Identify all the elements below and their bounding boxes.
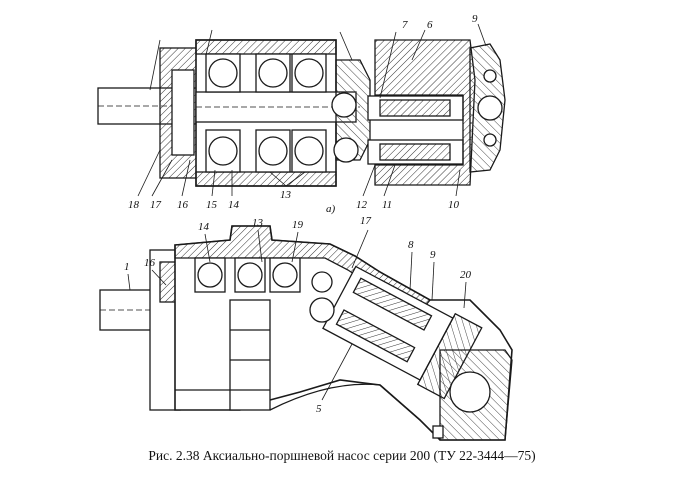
bearings-bottom-a (205, 129, 327, 173)
view-a-drawing (97, 23, 506, 197)
bearings-b (194, 257, 301, 293)
label-19: 19 (292, 219, 304, 231)
label-7: 7 (402, 19, 408, 31)
label-20: 20 (460, 269, 472, 281)
cylinder-block-b (322, 265, 483, 400)
sublabel-a: а) (326, 203, 336, 215)
label-17: 17 (150, 199, 162, 211)
bearings-top-a (205, 53, 327, 93)
label-16-b: 16 (144, 257, 156, 269)
label-10: 10 (448, 199, 460, 211)
label-17-b: 17 (360, 215, 372, 227)
label-18: 18 (128, 199, 140, 211)
label-14-a: 14 (228, 199, 240, 211)
label-13-a: 13 (280, 189, 292, 201)
view-b-drawing (99, 225, 513, 441)
label-15: 15 (206, 199, 218, 211)
label-11: 11 (382, 199, 392, 211)
label-13-b: 13 (252, 217, 264, 229)
pistons-a (367, 95, 464, 165)
label-5: 5 (316, 403, 322, 415)
label-14-b: 14 (198, 221, 210, 233)
label-12: 12 (356, 199, 368, 211)
label-9-a: 9 (472, 13, 478, 25)
label-9-b: 9 (430, 249, 436, 261)
figure-caption: Рис. 2.38 Аксиально-поршневой насос сери… (148, 448, 536, 463)
label-8: 8 (408, 239, 414, 251)
label-6: 6 (427, 19, 433, 31)
label-16-a: 16 (177, 199, 189, 211)
label-1: 1 (124, 261, 130, 273)
